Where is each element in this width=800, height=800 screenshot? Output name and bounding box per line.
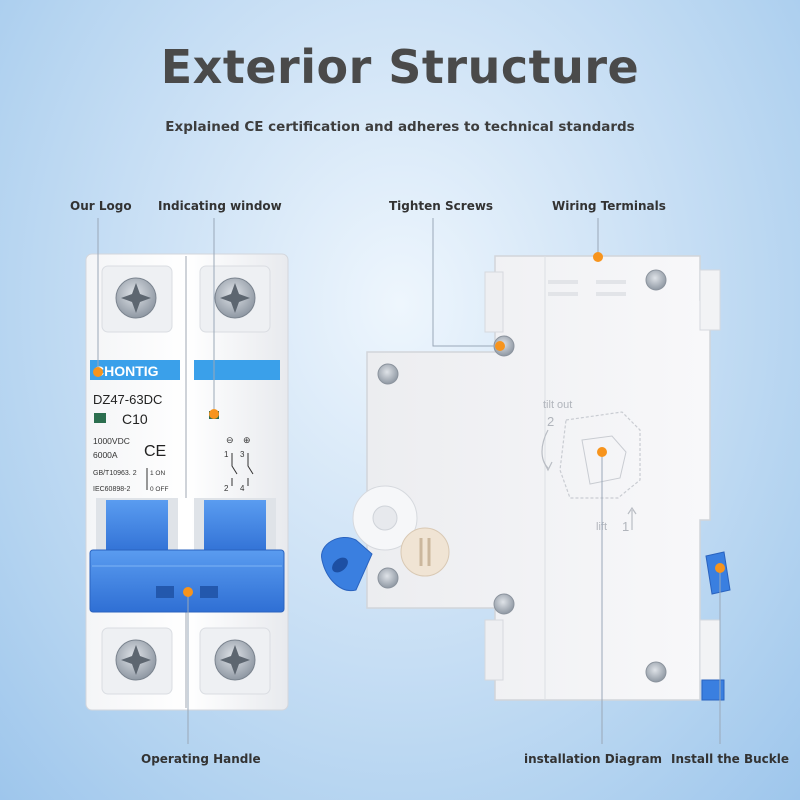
handle-divider <box>180 498 192 558</box>
off-label: 0 OFF <box>150 486 168 493</box>
callout-our-logo: Our Logo <box>70 199 132 213</box>
terminal-1: 1 <box>224 450 229 459</box>
ce-mark: CE <box>144 443 166 460</box>
callout-operating-handle: Operating Handle <box>141 752 261 766</box>
tilt-out-step: 2 <box>547 414 554 429</box>
on-label: 1 ON <box>150 470 165 477</box>
terminal-3: 3 <box>240 450 245 459</box>
callout-wiring-terminals: Wiring Terminals <box>552 199 666 213</box>
buckle-bottom <box>701 679 725 701</box>
page-title: Exterior Structure <box>160 40 640 94</box>
screw-icon <box>115 639 157 681</box>
breaker-front-view <box>85 253 289 711</box>
label-bar-right <box>194 360 280 380</box>
screw-icon <box>115 277 157 319</box>
terminal-2: 2 <box>224 484 229 493</box>
callout-dot <box>715 563 725 573</box>
callout-dot <box>209 409 219 419</box>
handle-lever <box>106 500 168 556</box>
standard-gb: GB/T10963. 2 <box>93 470 137 477</box>
screw-icon <box>377 363 399 385</box>
installation-diagram <box>541 411 641 530</box>
handle-lever <box>204 500 266 556</box>
handle-notch <box>156 586 174 598</box>
brand-name: CHONTIG <box>94 363 159 379</box>
brand-label-bar <box>90 360 180 380</box>
install-buckle <box>705 551 731 595</box>
callout-dot <box>495 341 505 351</box>
breaker-side-view <box>366 255 721 701</box>
terminal-4: 4 <box>240 484 245 493</box>
plus-icon: ⊕ <box>243 435 251 445</box>
indicator-green <box>94 413 106 423</box>
operating-handle <box>89 549 285 613</box>
breaking-capacity: 6000A <box>93 450 118 460</box>
screw-icon <box>645 269 667 291</box>
callout-indicating-window: Indicating window <box>158 199 282 213</box>
callout-dot <box>93 367 103 377</box>
voltage-rating: 1000VDC <box>93 436 130 446</box>
screw-icon <box>493 593 515 615</box>
page-subtitle: Explained CE certification and adheres t… <box>165 119 635 135</box>
screw-icon <box>377 567 399 589</box>
standard-iec: IEC60898-2 <box>93 486 130 493</box>
lift-step: 1 <box>622 519 629 534</box>
screw-icon <box>645 661 667 683</box>
screw-icon <box>214 277 256 319</box>
model-number: DZ47-63DC <box>93 392 162 407</box>
current-rating: C10 <box>122 411 148 427</box>
callout-dot <box>593 252 603 262</box>
tilt-out-label: tilt out <box>543 399 572 411</box>
callout-dot <box>183 587 193 597</box>
callout-lines <box>97 218 721 744</box>
minus-icon: ⊖ <box>226 435 234 445</box>
handle-notch <box>200 586 218 598</box>
callout-installation-diagram: installation Diagram <box>524 752 663 766</box>
screw-icon <box>214 639 256 681</box>
callout-install-buckle: Install the Buckle <box>671 752 790 766</box>
callout-tighten-screws: Tighten Screws <box>389 199 494 213</box>
pivot-cap <box>400 527 450 577</box>
circuit-symbol-icon <box>231 453 254 486</box>
callout-dot <box>597 447 607 457</box>
